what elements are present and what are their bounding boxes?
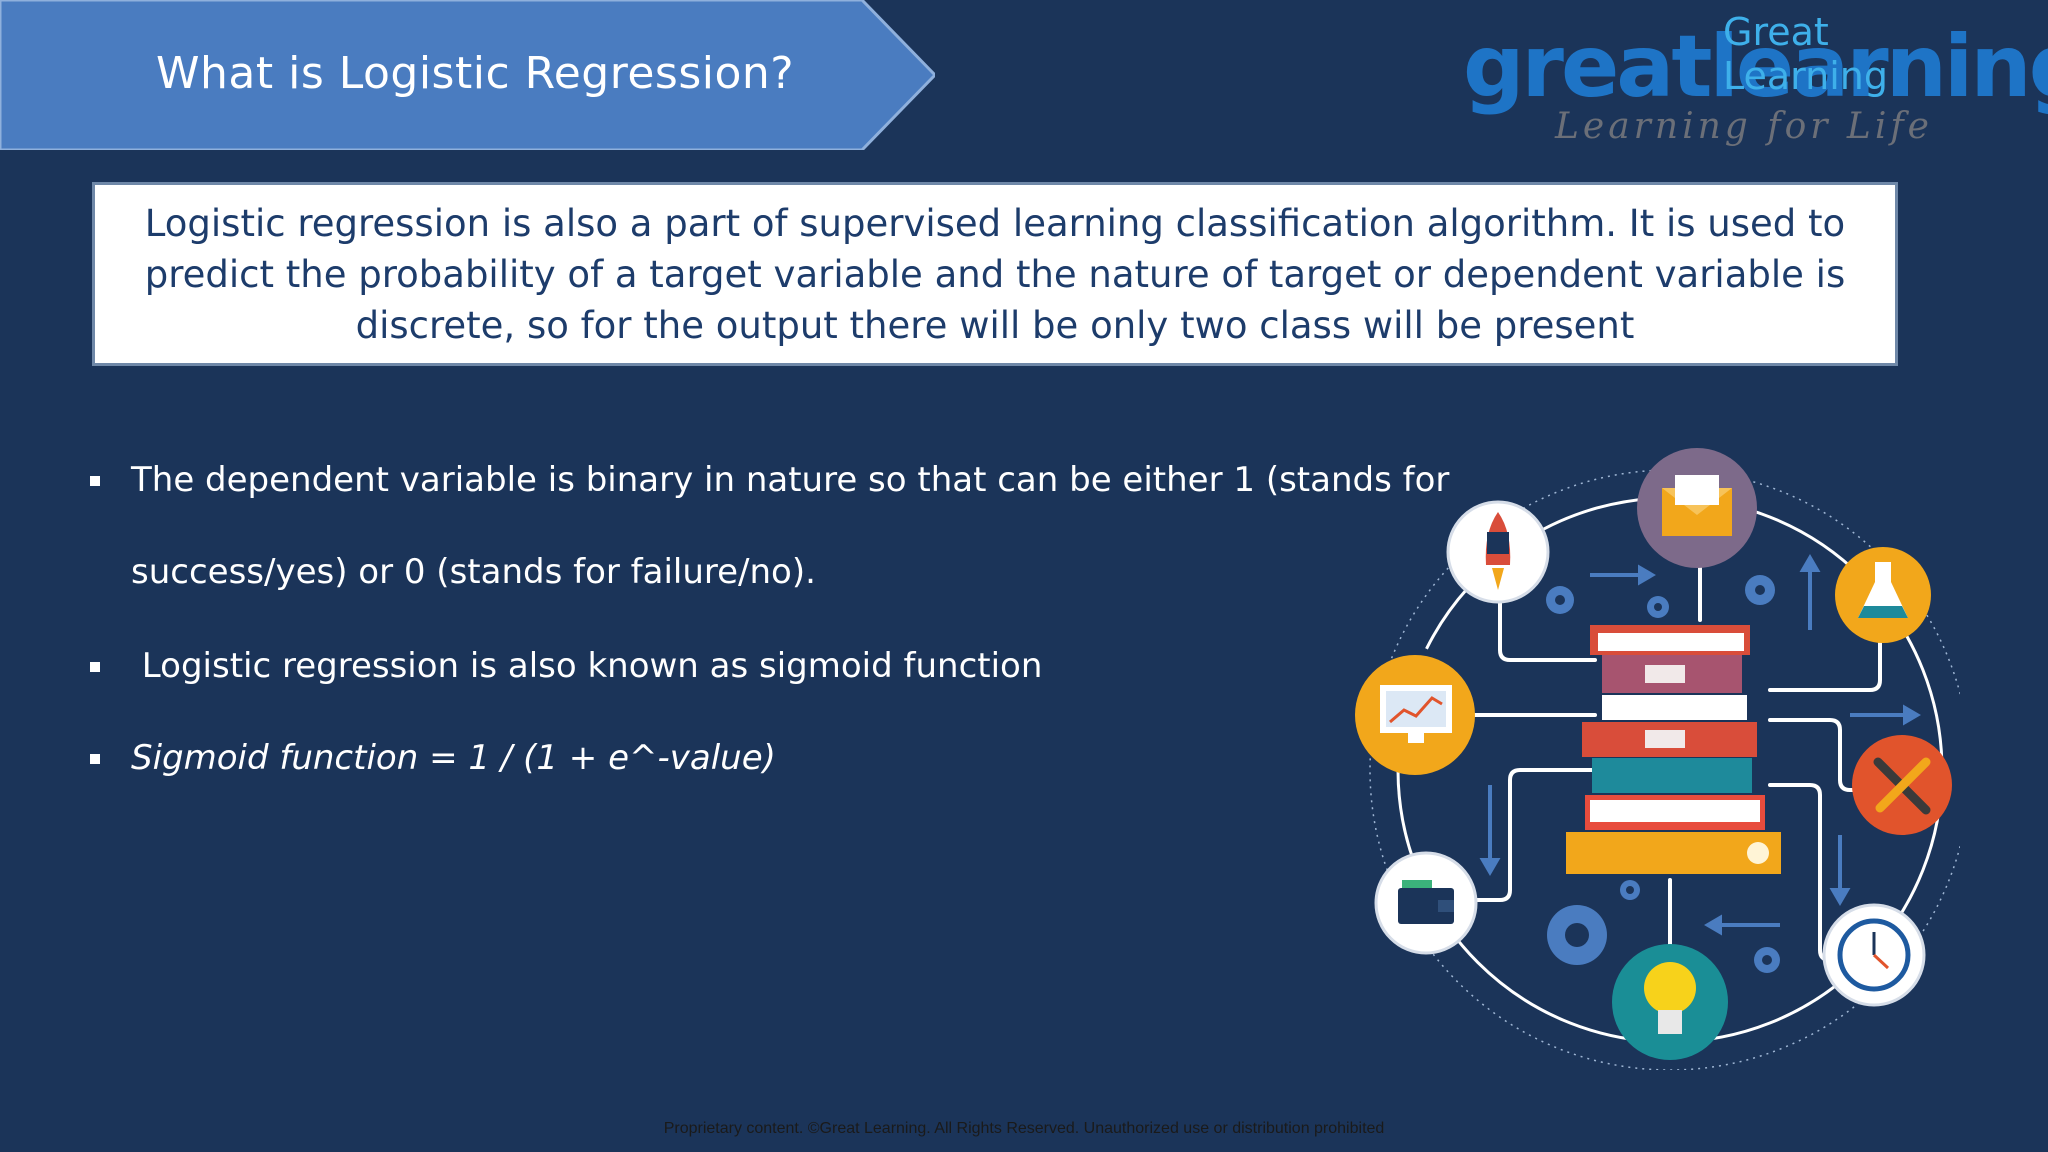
logo-overlay-text: Great Learning bbox=[1723, 10, 1888, 98]
mail-icon bbox=[1637, 448, 1757, 568]
bullet-marker bbox=[90, 662, 100, 672]
rocket-icon bbox=[1446, 500, 1550, 604]
page-title: What is Logistic Regression? bbox=[156, 48, 795, 99]
wallet-icon bbox=[1374, 851, 1478, 955]
flask-icon bbox=[1835, 547, 1931, 643]
bullet-text: Logistic regression is also known as sig… bbox=[131, 646, 1043, 686]
bullet-text: The dependent variable is binary in natu… bbox=[131, 460, 1450, 500]
sigmoid-formula: Sigmoid function = 1 / (1 + e^-value) bbox=[131, 738, 776, 778]
great-learning-logo: greatlearning Great Learning Learning fo… bbox=[1455, 6, 2048, 147]
bullet-marker bbox=[90, 754, 100, 764]
tools-icon bbox=[1852, 735, 1952, 835]
logo-tagline: Learning for Life bbox=[1555, 106, 1933, 147]
title-banner bbox=[0, 0, 935, 150]
definition-box: Logistic regression is also a part of su… bbox=[92, 182, 1898, 366]
bullet-text: success/yes) or 0 (stands for failure/no… bbox=[131, 552, 816, 592]
footer-copyright: Proprietary content. ©Great Learning. Al… bbox=[663, 1120, 1385, 1137]
clock-icon bbox=[1822, 903, 1926, 1007]
education-illustration bbox=[1355, 448, 1960, 1070]
books-stack-icon bbox=[1566, 625, 1781, 874]
logo-wordmark: greatlearning bbox=[1463, 17, 2048, 117]
bullet-marker bbox=[90, 476, 100, 486]
lightbulb-icon bbox=[1612, 944, 1728, 1060]
definition-text: Logistic regression is also a part of su… bbox=[144, 201, 1846, 347]
monitor-chart-icon bbox=[1355, 655, 1475, 775]
